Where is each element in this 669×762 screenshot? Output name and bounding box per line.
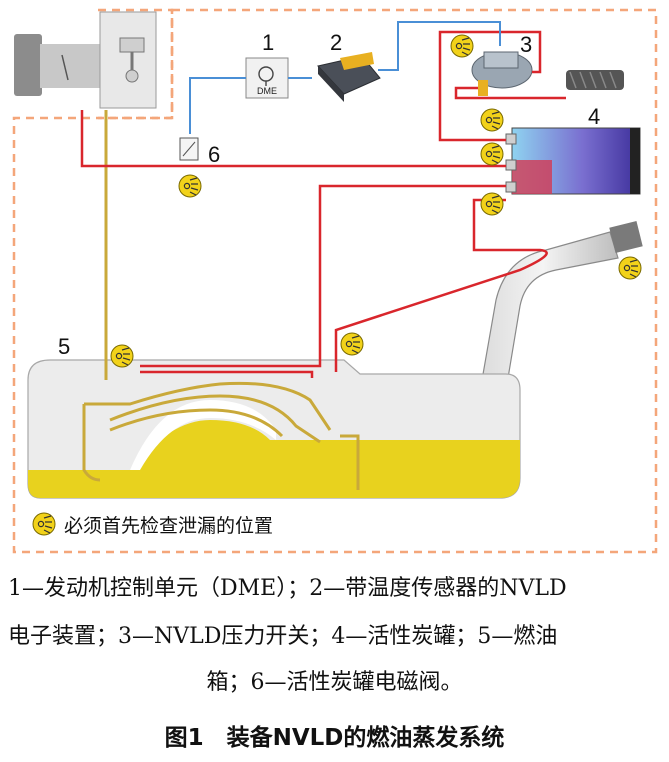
dashed-frame <box>12 8 658 554</box>
leak-check-icon <box>178 174 202 198</box>
fuel-evaporation-system-diagram: DME <box>12 8 658 554</box>
leak-check-icon <box>480 108 504 132</box>
label-1: 1 <box>262 30 274 55</box>
vapor-lines <box>82 110 360 490</box>
legend-icon <box>32 512 56 536</box>
air-filter <box>566 70 624 90</box>
nvld-pressure-switch <box>471 51 533 96</box>
label-2: 2 <box>330 30 342 55</box>
leak-check-icon <box>110 344 134 368</box>
caption-line-2: 电子装置；3—NVLD压力开关；4—活性炭罐；5—燃油 <box>8 624 558 649</box>
dme-control-unit: DME <box>245 57 289 99</box>
activated-carbon-canister <box>505 127 641 195</box>
label-3: 3 <box>520 32 532 57</box>
filler-neck <box>467 220 643 463</box>
caption-line-3: 箱；6—活性炭罐电磁阀。 <box>206 670 463 695</box>
label-6: 6 <box>208 142 220 167</box>
legend-text: 必须首先检查泄漏的位置 <box>64 515 273 537</box>
leak-check-icon <box>450 34 474 58</box>
nvld-electronics <box>317 52 381 102</box>
caption-line-1: 1—发动机控制单元（DME）；2—带温度传感器的NVLD <box>8 576 567 601</box>
figure-title: 图1 装备NVLD的燃油蒸发系统 <box>164 725 505 751</box>
leak-check-icon <box>618 256 642 280</box>
label-5: 5 <box>58 334 70 359</box>
dme-label: DME <box>257 86 277 96</box>
leak-check-icon <box>480 142 504 166</box>
engine-block <box>14 11 157 109</box>
leak-check-icon <box>340 332 364 356</box>
canister-solenoid-valve <box>179 137 199 161</box>
blue-lines <box>189 21 501 134</box>
leak-check-icon <box>480 192 504 216</box>
label-4: 4 <box>588 104 600 129</box>
red-lines <box>80 30 566 378</box>
